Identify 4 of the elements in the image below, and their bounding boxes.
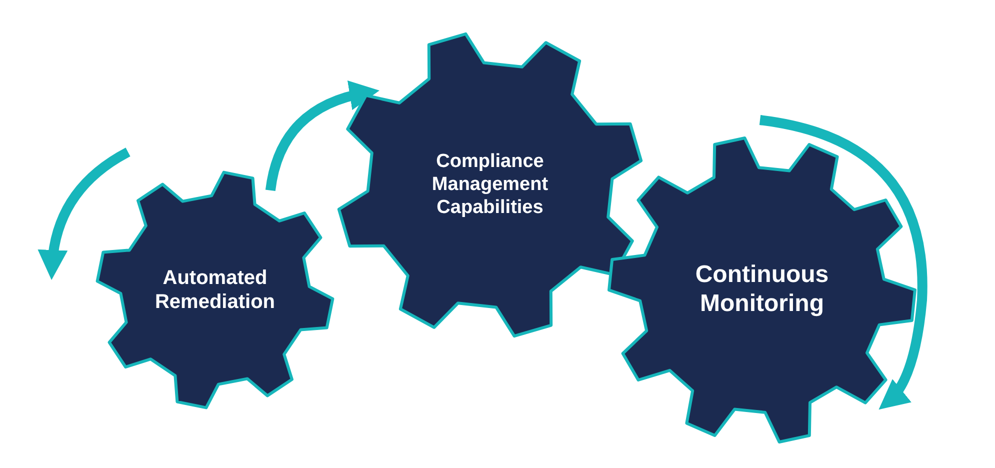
gear-label: Compliance Management Capabilities	[430, 150, 550, 220]
gear-label: Automated Remediation	[154, 266, 276, 314]
gear-label: Continuous Monitoring	[694, 261, 830, 319]
curved-arrow	[265, 81, 380, 192]
